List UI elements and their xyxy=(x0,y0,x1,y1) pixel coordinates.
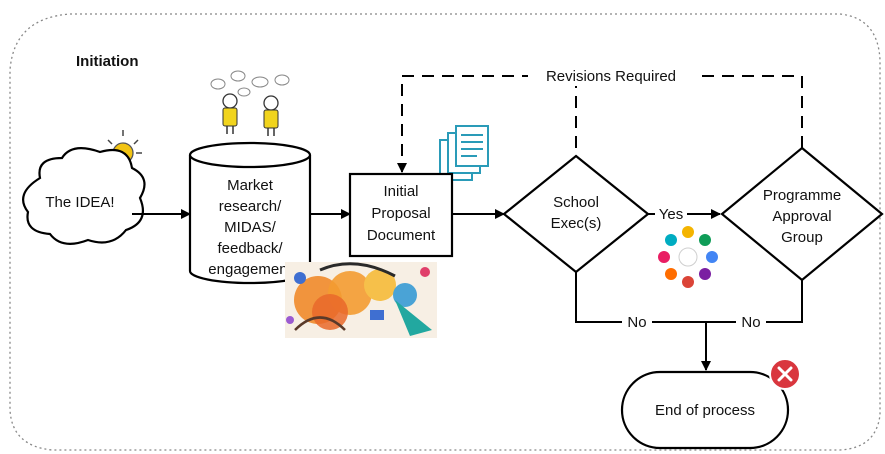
market-research-cylinder: Market research/ MIDAS/ feedback/ engage… xyxy=(188,141,312,285)
proposal-label-1: Initial xyxy=(383,183,418,200)
proposal-label-3: Document xyxy=(367,227,436,244)
market-label-1: Market xyxy=(227,177,274,194)
programme-approval-decision: Programme Approval Group xyxy=(720,146,884,282)
collage-image xyxy=(285,262,437,338)
programme-label-2: Approval xyxy=(772,208,831,225)
document-stack-icon xyxy=(439,125,489,181)
end-label: End of process xyxy=(655,402,755,419)
school-exec-label-2: Exec(s) xyxy=(551,215,602,232)
no-label-right: No xyxy=(741,314,760,331)
team-circle-icon xyxy=(658,226,718,288)
market-label-3: MIDAS/ xyxy=(224,219,277,236)
proposal-label-2: Proposal xyxy=(371,205,430,222)
market-label-4: feedback/ xyxy=(217,240,283,257)
section-title: Initiation xyxy=(76,53,139,70)
idea-label: The IDEA! xyxy=(45,194,114,211)
school-exec-label-1: School xyxy=(553,194,599,211)
initial-proposal-box: Initial Proposal Document xyxy=(348,172,454,258)
no-label-left: No xyxy=(627,314,646,331)
idea-cloud: The IDEA! xyxy=(22,147,146,245)
close-icon xyxy=(769,358,801,390)
yes-label: Yes xyxy=(659,206,683,223)
programme-label-3: Group xyxy=(781,229,823,246)
end-of-process-terminal: End of process xyxy=(620,370,790,450)
no-branch-left xyxy=(575,272,706,323)
school-exec-decision: School Exec(s) xyxy=(502,154,650,274)
initiation-container xyxy=(9,13,881,451)
programme-label-1: Programme xyxy=(763,187,841,204)
market-label-2: research/ xyxy=(219,198,282,215)
revisions-label: Revisions Required xyxy=(546,68,676,85)
people-talking-icon xyxy=(210,70,290,136)
market-label-5: engagement xyxy=(208,261,292,278)
